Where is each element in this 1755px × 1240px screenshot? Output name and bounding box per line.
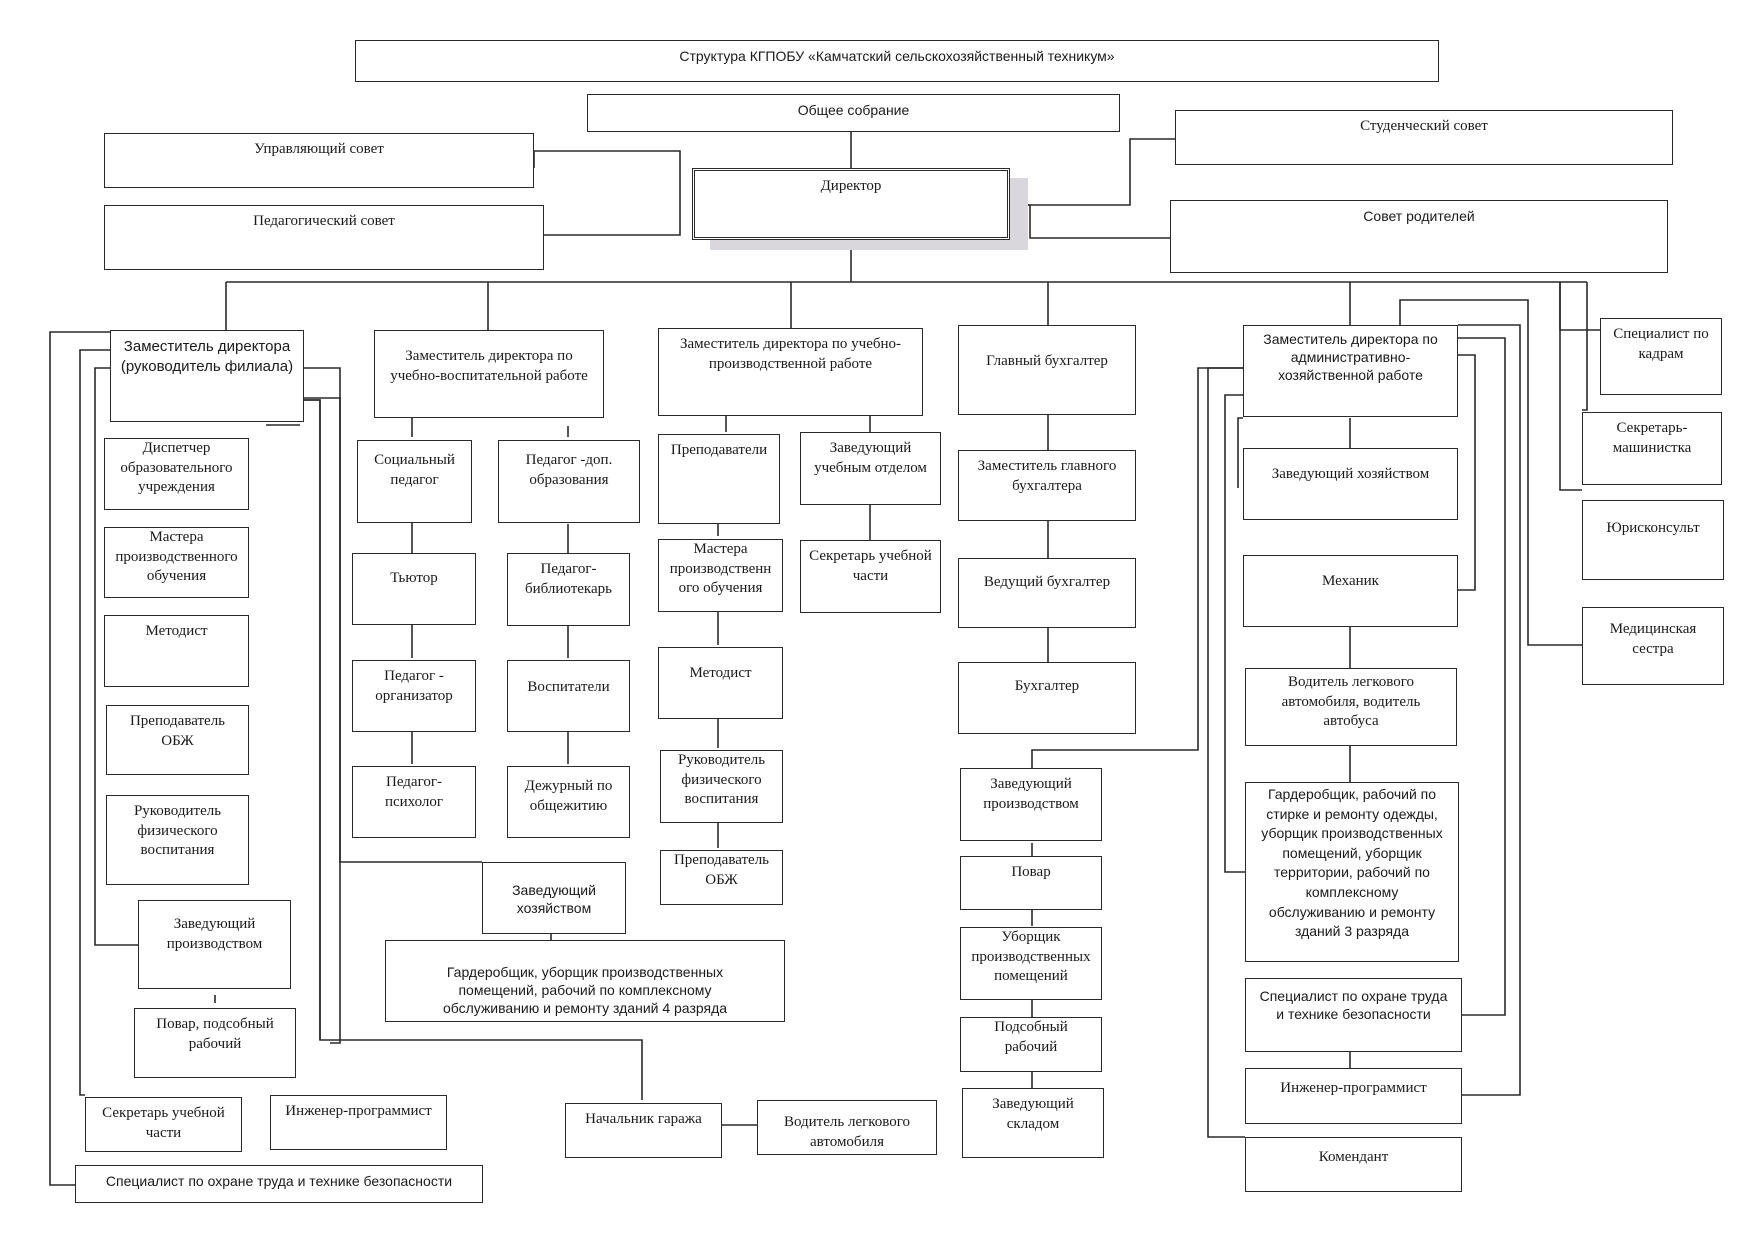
node-extra-education: Педагог -доп. образования (498, 440, 640, 523)
node-admin-cloakroom: Гардеробщик, рабочий по стирке и ремонту… (1245, 782, 1459, 962)
node-branch-programmer: Инженер-программист (270, 1095, 447, 1150)
node-mechanic: Механик (1243, 555, 1458, 627)
node-dorm-duty: Дежурный по общежитию (507, 766, 630, 838)
node-typist: Секретарь- машинистка (1582, 412, 1722, 485)
node-branch-housekeeper: Заведующий хозяйством (482, 862, 626, 934)
node-tutor: Тьютор (352, 553, 476, 625)
node-production-head: Заместитель директора по учебно- произво… (658, 328, 923, 416)
node-psychologist: Педагог- психолог (352, 766, 476, 838)
node-production-secretary: Секретарь учебной части (800, 540, 941, 613)
node-deputy-accountant: Заместитель главного бухгалтера (958, 450, 1136, 521)
node-parents-council: Совет родителей (1170, 200, 1668, 273)
node-commandant: Комендант (1245, 1137, 1462, 1192)
node-accounting-helper: Подсобный рабочий (960, 1017, 1102, 1072)
node-nurse: Медицинская сестра (1582, 607, 1724, 685)
node-pedagogical-council: Педагогический совет (104, 205, 544, 270)
node-warehouse-head: Заведующий складом (962, 1088, 1104, 1158)
node-educators: Воспитатели (507, 660, 630, 732)
node-branch-pe-head: Руководитель физического воспитания (106, 795, 249, 885)
node-admin-safety: Специалист по охране труда и технике без… (1245, 978, 1462, 1052)
node-production-pe-head: Руководитель физического воспитания (660, 750, 783, 823)
node-branch-safety: Специалист по охране труда и технике без… (75, 1165, 483, 1203)
node-education-head: Заместитель директора по учебно-воспитат… (374, 330, 604, 418)
node-garage-head: Начальник гаража (565, 1103, 722, 1158)
node-branch-dispatcher: Диспетчер образовательного учреждения (104, 438, 249, 510)
node-librarian: Педагог- библиотекарь (507, 553, 630, 626)
node-admin-programmer: Инженер-программист (1245, 1068, 1462, 1124)
node-admin-housekeeper: Заведующий хозяйством (1243, 448, 1458, 520)
node-teachers: Преподаватели (658, 434, 780, 524)
node-dept-head: Заведующий учебным отделом (800, 432, 941, 505)
node-admin-driver: Водитель легкового автомобиля, водитель … (1245, 668, 1457, 746)
node-branch-obzh: Преподаватель ОБЖ (106, 705, 249, 775)
node-student-council: Студенческий совет (1175, 110, 1673, 165)
node-branch-methodist: Методист (104, 615, 249, 687)
node-production-methodist: Методист (658, 647, 783, 719)
node-production-obzh: Преподаватель ОБЖ (660, 850, 783, 905)
node-director: Директор (692, 168, 1010, 240)
node-branch-head: Заместитель директора (руководитель фили… (110, 330, 304, 422)
node-accounting-production-head: Заведующий производством (960, 768, 1102, 841)
node-branch-secretary: Секретарь учебной части (85, 1097, 242, 1152)
node-admin-head: Заместитель директора по административно… (1243, 325, 1458, 417)
node-branch-production-head: Заведующий производством (138, 900, 291, 989)
node-governing-council: Управляющий совет (104, 133, 534, 188)
node-lawyer: Юрисконсульт (1582, 500, 1724, 580)
node-accounting-cook: Повар (960, 856, 1102, 910)
node-general-meeting: Общее собрание (587, 94, 1120, 132)
node-branch-masters: Мастера производственного обучения (104, 527, 249, 598)
node-accounting-cleaner: Уборщик производственных помещений (960, 927, 1102, 1000)
node-accountant: Бухгалтер (958, 662, 1136, 734)
chart-title: Структура КГПОБУ «Камчатский сельскохозя… (355, 40, 1439, 82)
node-branch-cloakroom: Гардеробщик, уборщик производственных по… (385, 940, 785, 1022)
node-organizer: Педагог - организатор (352, 660, 476, 732)
node-car-driver: Водитель легкового автомобиля (757, 1100, 937, 1155)
node-social-teacher: Социальный педагог (357, 440, 472, 523)
node-hr-specialist: Специалист по кадрам (1600, 318, 1722, 395)
node-production-masters: Мастера производственн ого обучения (658, 539, 783, 612)
node-lead-accountant: Ведущий бухгалтер (958, 558, 1136, 628)
node-chief-accountant: Главный бухгалтер (958, 325, 1136, 415)
node-branch-cook: Повар, подсобный рабочий (134, 1008, 296, 1078)
